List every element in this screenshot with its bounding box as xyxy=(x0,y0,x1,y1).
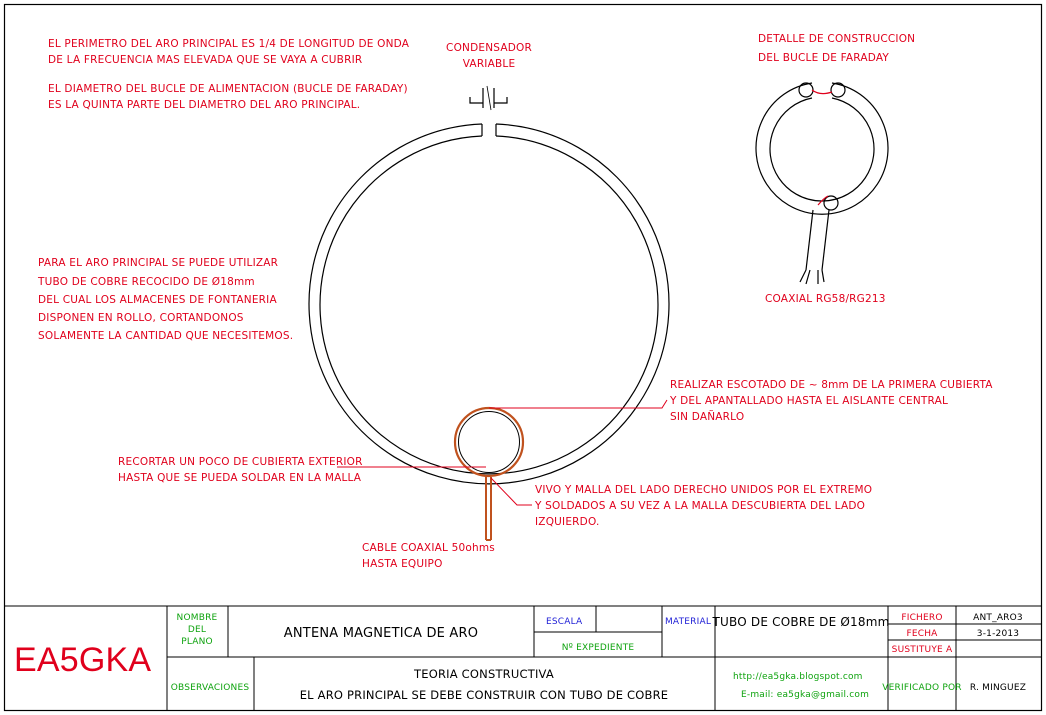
notch-note-line3: SIN DAÑARLO xyxy=(670,410,744,423)
diameter-note: EL DIAMETRO DEL BUCLE DE ALIMENTACION (B… xyxy=(48,83,408,111)
main-loop xyxy=(308,123,670,485)
capacitor-label-line1: CONDENSADOR xyxy=(446,42,532,54)
cable-note-line2: HASTA EQUIPO xyxy=(362,558,443,570)
observaciones-label: OBSERVACIONES xyxy=(171,683,250,693)
detail-label: DETALLE DE CONSTRUCCION DEL BUCLE DE FAR… xyxy=(758,33,915,64)
plan-name: ANTENA MAGNETICA DE ARO xyxy=(284,626,478,641)
tube-note: PARA EL ARO PRINCIPAL SE PUEDE UTILIZAR … xyxy=(37,257,293,342)
trim-note-line2: HASTA QUE SE PUEDA SOLDAR EN LA MALLA xyxy=(118,472,362,484)
tube-note-line1: PARA EL ARO PRINCIPAL SE PUEDE UTILIZAR xyxy=(38,257,278,269)
notch-note-line2: Y DEL APANTALLADO HASTA EL AISLANTE CENT… xyxy=(669,395,948,407)
notch-note: REALIZAR ESCOTADO DE ~ 8mm DE LA PRIMERA… xyxy=(489,379,993,423)
fichero-value: ANT_ARO3 xyxy=(973,613,1023,623)
diameter-note-line2: ES LA QUINTA PARTE DEL DIAMETRO DEL ARO … xyxy=(48,99,360,111)
join-leader-line xyxy=(490,477,532,506)
observaciones-line1: TEORIA CONSTRUCTIVA xyxy=(413,667,554,681)
notch-note-line1: REALIZAR ESCOTADO DE ~ 8mm DE LA PRIMERA… xyxy=(670,379,993,391)
capacitor-symbol xyxy=(469,85,508,111)
web-link[interactable]: http://ea5gka.blogspot.com xyxy=(733,672,863,682)
diameter-note-line1: EL DIAMETRO DEL BUCLE DE ALIMENTACION (B… xyxy=(48,83,408,95)
coax-type-label: COAXIAL RG58/RG213 xyxy=(765,293,886,305)
trim-note-line1: RECORTAR UN POCO DE CUBIERTA EXTERIOR xyxy=(118,456,363,468)
tube-note-line2: TUBO DE COBRE RECOCIDO DE Ø18mm xyxy=(37,276,255,288)
perimeter-note-line1: EL PERIMETRO DEL ARO PRINCIPAL ES 1/4 DE… xyxy=(48,38,410,50)
material-value: TUBO DE COBRE DE Ø18mm xyxy=(712,615,890,629)
faraday-detail-drawing xyxy=(755,82,889,285)
notch-leader-line xyxy=(489,399,668,409)
join-note: VIVO Y MALLA DEL LADO DERECHO UNIDOS POR… xyxy=(490,477,872,528)
tube-note-line3: DEL CUAL LOS ALMACENES DE FONTANERIA xyxy=(38,294,277,306)
fichero-label: FICHERO xyxy=(901,613,942,623)
email-link[interactable]: E-mail: ea5gka@gmail.com xyxy=(741,690,869,700)
verificado-label: VERIFICADO POR xyxy=(882,683,961,693)
expediente-label: Nº EXPEDIENTE xyxy=(562,643,635,653)
cable-note-line1: CABLE COAXIAL 50ohms xyxy=(362,542,495,554)
join-note-line1: VIVO Y MALLA DEL LADO DERECHO UNIDOS POR… xyxy=(535,484,872,496)
cable-note: CABLE COAXIAL 50ohms HASTA EQUIPO xyxy=(362,542,495,570)
material-label: MATERIAL xyxy=(665,617,711,627)
trim-note: RECORTAR UN POCO DE CUBIERTA EXTERIOR HA… xyxy=(118,456,486,484)
capacitor-label: CONDENSADOR VARIABLE xyxy=(446,42,532,70)
verificado-value: R. MINGUEZ xyxy=(970,683,1026,693)
fecha-value: 3-1-2013 xyxy=(977,629,1019,639)
join-note-line3: IZQUIERDO. xyxy=(535,516,600,528)
nombre-label-1: NOMBRE xyxy=(177,613,218,623)
tube-note-line5: SOLAMENTE LA CANTIDAD QUE NECESITEMOS. xyxy=(38,330,293,342)
title-block xyxy=(4,605,1042,711)
detail-label-line2: DEL BUCLE DE FARADAY xyxy=(758,52,889,64)
sheet-border xyxy=(3,3,1043,712)
escala-label: ESCALA xyxy=(546,617,583,627)
perimeter-note-line2: DE LA FRECUENCIA MAS ELEVADA QUE SE VAYA… xyxy=(48,54,362,66)
observaciones-line2: EL ARO PRINCIPAL SE DEBE CONSTRUIR CON T… xyxy=(300,688,669,702)
perimeter-note: EL PERIMETRO DEL ARO PRINCIPAL ES 1/4 DE… xyxy=(48,38,410,66)
join-note-line2: Y SOLDADOS A SU VEZ A LA MALLA DESCUBIER… xyxy=(534,500,865,512)
logo-text: EA5GKA xyxy=(14,641,151,679)
fecha-label: FECHA xyxy=(906,629,938,639)
nombre-label-3: PLANO xyxy=(181,637,213,647)
sustituye-label: SUSTITUYE A xyxy=(892,645,953,655)
nombre-label-2: DEL xyxy=(188,625,206,635)
tube-note-line4: DISPONEN EN ROLLO, CORTANDONOS xyxy=(38,312,244,324)
detail-label-line1: DETALLE DE CONSTRUCCION xyxy=(758,33,915,45)
capacitor-label-line2: VARIABLE xyxy=(463,58,516,70)
